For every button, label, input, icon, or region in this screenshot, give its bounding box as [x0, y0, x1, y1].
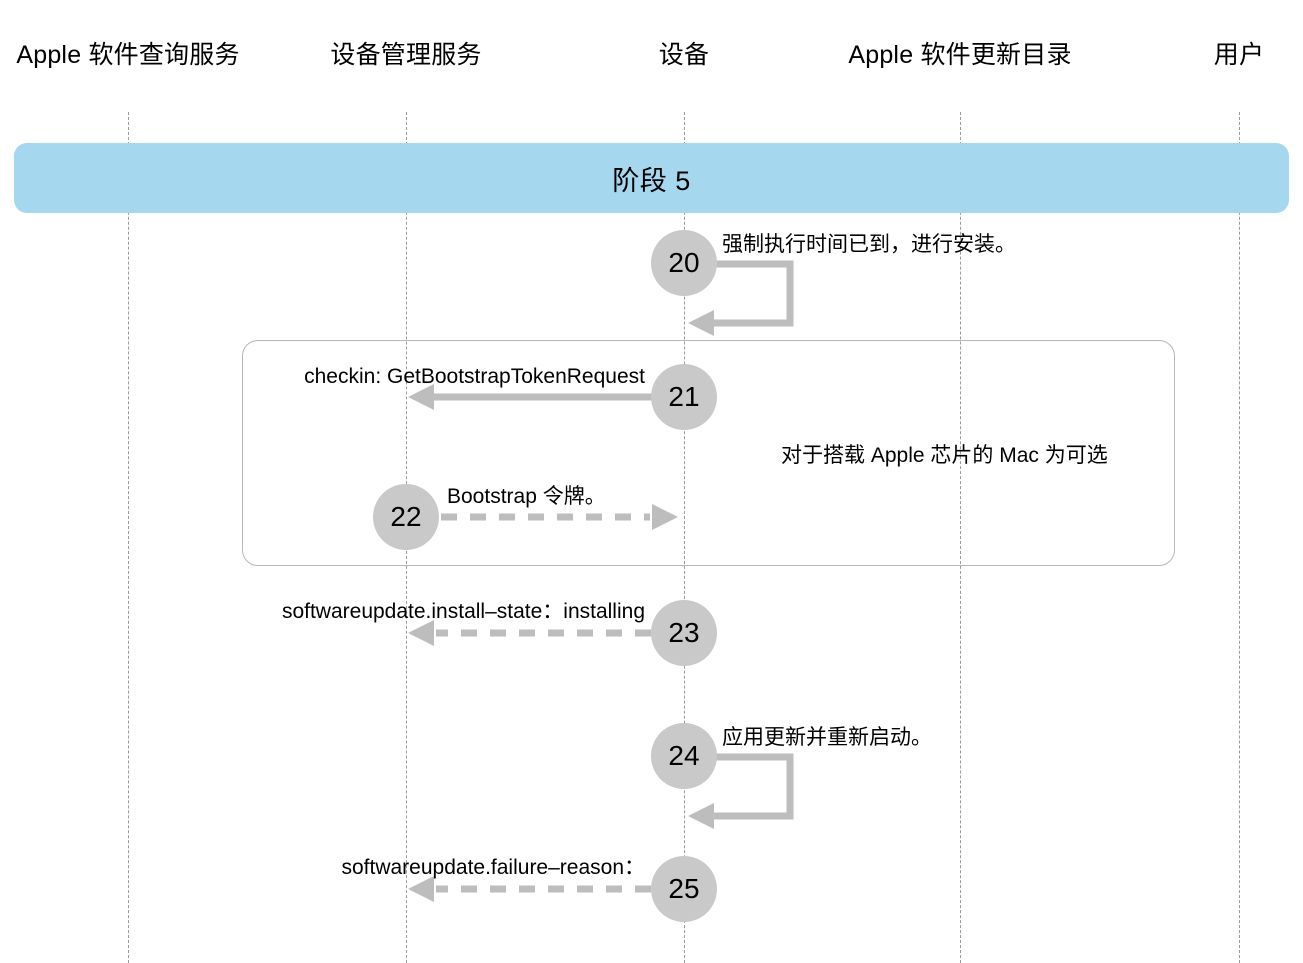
arrow-step-25 — [408, 876, 680, 902]
arrow-step-21 — [408, 384, 680, 410]
lifeline-header-device: 设备 — [658, 41, 710, 69]
lifeline-device — [684, 112, 685, 963]
step-label-23: softwareupdate.install–state：installing — [281, 600, 645, 623]
arrow-step-20 — [688, 260, 794, 336]
lifeline-apple-software-lookup-service — [128, 112, 129, 963]
arrow-step-24 — [688, 753, 794, 829]
step-number-23: 23 — [668, 617, 700, 648]
step-marker-23[interactable]: 23 — [651, 600, 717, 666]
step-label-21: checkin: GetBootstrapTokenRequest — [304, 365, 645, 388]
step-number-21: 21 — [668, 381, 700, 412]
arrow-step-23 — [408, 620, 680, 646]
step-label-20: 强制执行时间已到，进行安装。 — [722, 233, 1016, 256]
lifeline-header-user: 用户 — [1213, 41, 1265, 69]
step-marker-22[interactable]: 22 — [373, 484, 439, 550]
optional-fragment-box — [242, 340, 1175, 566]
lifeline-header-apple-software-update-catalog: Apple 软件更新目录 — [848, 41, 1072, 69]
optional-fragment-note: 对于搭载 Apple 芯片的 Mac 为可选 — [781, 444, 1108, 467]
step-number-22: 22 — [390, 501, 422, 532]
lifeline-header-device-management-service: 设备管理服务 — [330, 41, 482, 69]
step-number-25: 25 — [668, 873, 700, 904]
phase-banner: 阶段 5 — [14, 143, 1289, 213]
lifeline-user — [1239, 112, 1240, 963]
step-label-22: Bootstrap 令牌。 — [447, 485, 606, 508]
lifeline-header-apple-software-lookup-service: Apple 软件查询服务 — [16, 41, 240, 69]
step-marker-25[interactable]: 25 — [651, 856, 717, 922]
lifeline-apple-software-update-catalog — [960, 112, 961, 963]
arrow-step-22 — [412, 504, 678, 530]
step-label-24: 应用更新并重新启动。 — [722, 726, 932, 749]
step-number-24: 24 — [668, 740, 700, 771]
step-label-25: softwareupdate.failure–reason： — [341, 856, 645, 879]
phase-banner-label: 阶段 5 — [612, 165, 691, 196]
step-marker-20[interactable]: 20 — [651, 230, 717, 296]
step-marker-24[interactable]: 24 — [651, 723, 717, 789]
step-number-20: 20 — [668, 247, 700, 278]
step-marker-21[interactable]: 21 — [651, 364, 717, 430]
